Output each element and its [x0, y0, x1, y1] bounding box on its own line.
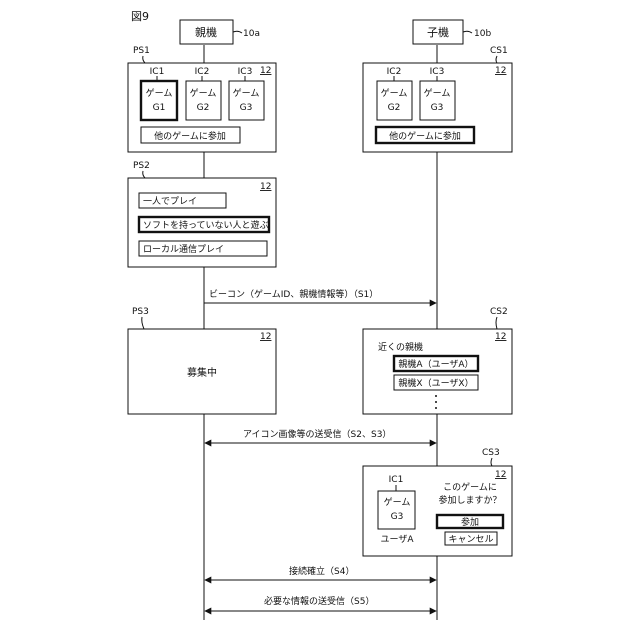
- cs2-parent-x-label: 親機X（ユーザX）: [398, 377, 473, 389]
- cs2-parent-a-label: 親機A（ユーザA）: [398, 358, 473, 370]
- cs3-join-label: 参加: [461, 516, 479, 528]
- cs3-game-icon: [378, 491, 415, 529]
- msg-s5-label: 必要な情報の送受信（S5）: [264, 595, 374, 607]
- cs2-more-dot: [435, 407, 437, 409]
- cs1-icon3-line1: ゲーム: [424, 87, 451, 99]
- ps1-icon2-line2: G2: [197, 103, 210, 113]
- ps1-screen-ref: 12: [260, 66, 271, 76]
- ps1-icon2-line1: ゲーム: [190, 87, 217, 99]
- cs1-icon2-line1: ゲーム: [381, 87, 408, 99]
- ps1-icon2-id: IC2: [195, 67, 210, 77]
- cs3-icon-id: IC1: [389, 475, 404, 485]
- ps2-id: PS2: [133, 161, 150, 171]
- cs3-question-line2: 参加しますか？: [438, 494, 501, 506]
- child-device: 子機 10b: [413, 20, 491, 44]
- cs3-cancel-label: キャンセル: [448, 534, 493, 545]
- ps1-join-other-label: 他のゲームに参加: [154, 130, 226, 142]
- child-device-label: 子機: [427, 25, 449, 39]
- cs3-icon-caption: ユーザA: [381, 534, 415, 545]
- ps1-icon1-line1: ゲーム: [146, 87, 173, 99]
- ps2-option-local-play-label: ローカル通信プレイ: [143, 243, 224, 255]
- cs1-icon2[interactable]: [377, 81, 412, 120]
- ps1-icon3-line2: G3: [240, 103, 253, 113]
- msg-s4-label: 接続確立（S4）: [289, 565, 354, 577]
- cs2-id: CS2: [490, 307, 508, 317]
- screen-ps2: PS2 12 一人でプレイ ソフトを持っていない人と遊ぶ ローカル通信プレイ: [128, 161, 276, 267]
- parent-device-label: 親機: [195, 25, 217, 39]
- cs2-more-dot: [435, 401, 437, 403]
- cs1-screen-ref: 12: [495, 66, 506, 76]
- ps1-id: PS1: [133, 46, 150, 56]
- cs3-id: CS3: [482, 448, 500, 458]
- figure-label: 図9: [131, 10, 149, 23]
- cs1-id: CS1: [490, 46, 508, 56]
- parent-device-ref: 10a: [243, 29, 260, 39]
- ps1-icon1-line2: G1: [153, 103, 166, 113]
- screen-ps1: PS1 12 IC1 ゲーム G1 IC2 ゲーム G2 IC3 ゲーム G3 …: [128, 46, 276, 152]
- cs1-join-other-label: 他のゲームに参加: [389, 130, 461, 142]
- ps2-option-play-with-no-software-label: ソフトを持っていない人と遊ぶ: [143, 219, 269, 231]
- parent-device: 親機 10a: [180, 20, 260, 44]
- msg-s2s3-label: アイコン画像等の送受信（S2、S3）: [243, 428, 391, 440]
- cs1-icon2-line2: G2: [388, 103, 401, 113]
- cs3-question-line1: このゲームに: [443, 481, 497, 493]
- ps1-icon3-id: IC3: [238, 67, 253, 77]
- cs3-screen-ref: 12: [495, 470, 506, 480]
- ps1-icon2[interactable]: [186, 81, 221, 120]
- ps1-icon3[interactable]: [229, 81, 264, 120]
- screen-ps3: PS3 12 募集中: [128, 307, 276, 414]
- child-device-ref: 10b: [474, 29, 491, 39]
- cs1-icon2-id: IC2: [387, 67, 402, 77]
- cs2-more-dot: [435, 395, 437, 397]
- cs1-icon3[interactable]: [420, 81, 455, 120]
- cs3-icon-line1: ゲーム: [384, 496, 411, 508]
- cs1-icon3-line2: G3: [431, 103, 444, 113]
- ps2-screen-ref: 12: [260, 182, 271, 192]
- cs3-icon-line2: G3: [391, 512, 404, 522]
- cs1-icon3-id: IC3: [430, 67, 445, 77]
- cs2-screen-ref: 12: [495, 332, 506, 342]
- ps1-icon1[interactable]: [141, 81, 177, 120]
- cs2-title: 近くの親機: [378, 341, 423, 353]
- ps3-screen-ref: 12: [260, 332, 271, 342]
- ps2-option-solo-label: 一人でプレイ: [143, 196, 197, 207]
- msg-s1-label: ビーコン（ゲームID、親機情報等）（S1）: [209, 288, 378, 300]
- ps1-icon3-line1: ゲーム: [233, 87, 260, 99]
- ps3-id: PS3: [132, 307, 149, 317]
- ps1-icon1-id: IC1: [150, 67, 165, 77]
- ps3-recruiting-text: 募集中: [187, 366, 217, 379]
